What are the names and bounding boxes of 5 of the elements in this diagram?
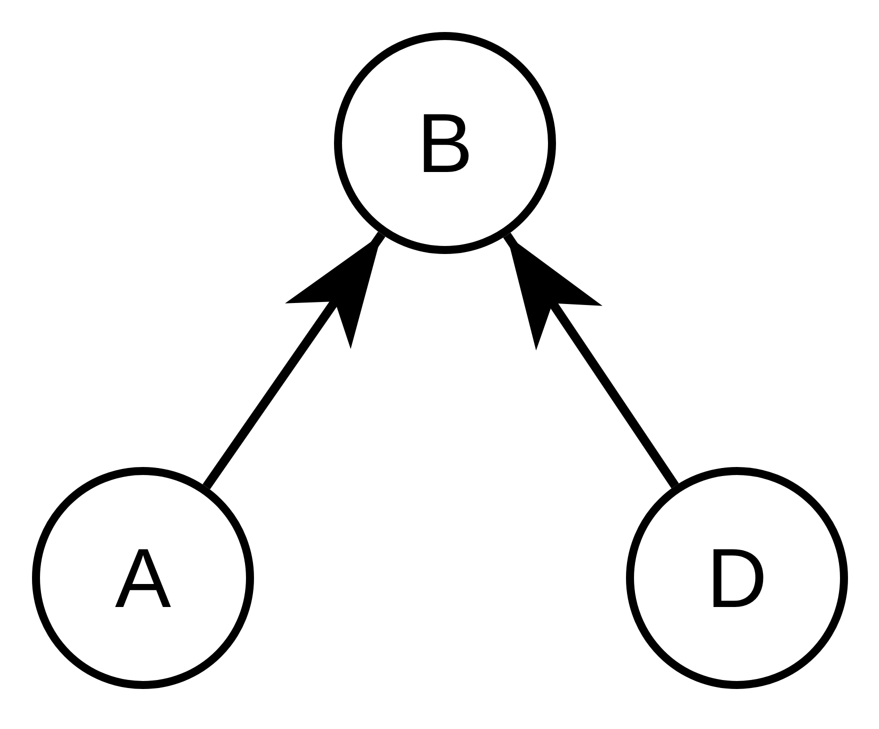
node-label: D	[706, 536, 768, 620]
arrow	[503, 232, 679, 488]
arrow	[202, 232, 386, 490]
node-label: B	[416, 101, 474, 185]
node-label: A	[114, 536, 172, 620]
